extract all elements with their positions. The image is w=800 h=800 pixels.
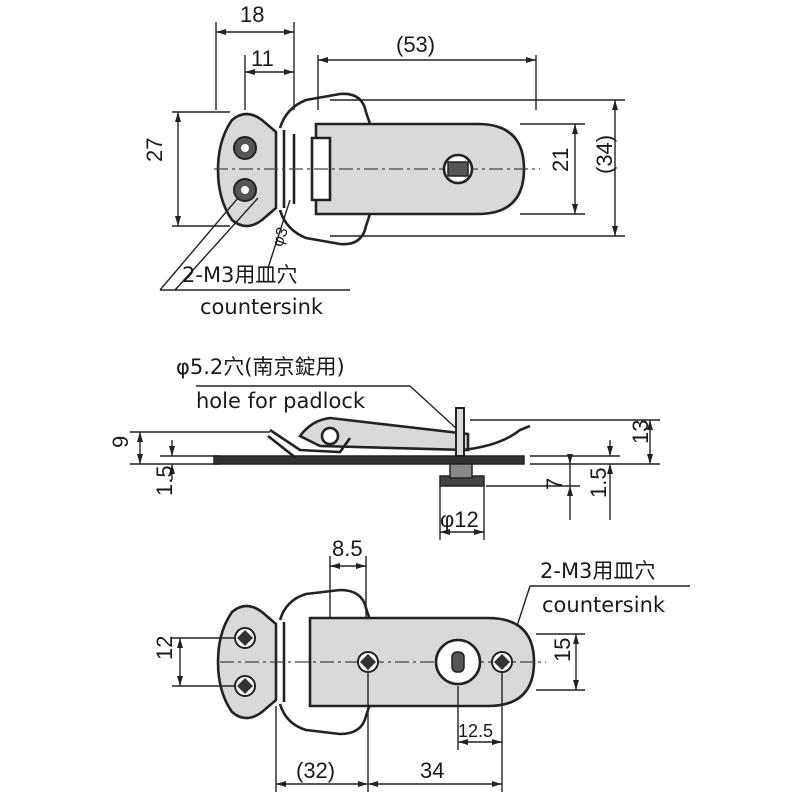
wire-loop-top	[278, 92, 372, 129]
countersink-note-jp-bottom: 2-M3用皿穴	[540, 559, 655, 583]
countersink-note-jp-top: 2-M3用皿穴	[182, 263, 297, 287]
dim-27-label: 27	[142, 138, 167, 162]
dim-34-bottom-label: 34	[420, 758, 444, 783]
dim-15-label: 15	[550, 638, 575, 662]
dim-phi3-label: φ3	[269, 225, 292, 249]
wire-loop-bottom	[278, 209, 372, 246]
dim-12-label: 12	[152, 636, 177, 660]
countersink-note-en-bottom: countersink	[542, 593, 666, 617]
top-view: 18 11 (53) 27 21 (34)	[142, 2, 625, 319]
padlock-note-en: hole for padlock	[196, 389, 366, 413]
dim-12-5-label: 12.5	[458, 721, 493, 741]
countersink-note-en-top: countersink	[200, 295, 324, 319]
dim-11-label: 11	[251, 46, 274, 71]
dim-1-5-right-label: 1.5	[586, 467, 611, 498]
padlock-note-jp: φ5.2穴(南京錠用)	[176, 355, 345, 379]
base-plate	[216, 112, 278, 228]
dim-1-5-left-label: 1.5	[152, 465, 177, 496]
dim-53-label: (53)	[396, 32, 435, 57]
side-lever	[298, 416, 470, 452]
dim-34-label: (34)	[592, 135, 617, 174]
dim-8-5-label: 8.5	[332, 536, 363, 561]
dim-phi12-label: φ12	[440, 507, 479, 532]
dim-21-label: 21	[548, 148, 573, 172]
dim-9-label: 9	[108, 436, 133, 448]
dim-7-label: 7	[542, 478, 567, 490]
side-view: φ5.2穴(南京錠用) hole for padlock 9 1.5	[108, 355, 660, 540]
bottom-view: 8.5 2-M3用皿穴 countersink 12	[152, 536, 690, 792]
dim-13-label: 13	[628, 420, 653, 444]
side-hook	[461, 424, 531, 452]
dim-18-label: 18	[240, 2, 264, 27]
side-base-plate	[213, 455, 525, 465]
dim-32-label: (32)	[296, 758, 335, 783]
